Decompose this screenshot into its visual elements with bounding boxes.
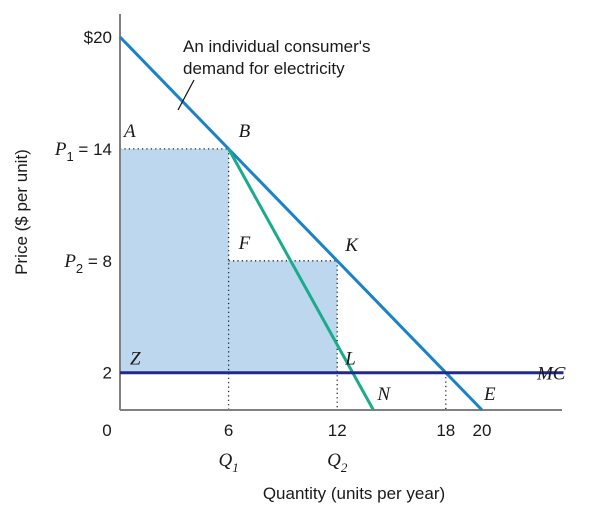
x-tick-label-6: 6 [224,421,233,440]
series-layer [118,35,564,412]
point-label-e: E [483,384,496,405]
annotation-line-1: An individual consumer's [183,37,371,56]
point-label-a: A [122,121,136,142]
point-label-b: B [239,121,251,142]
x-axis-label: Quantity (units per year) [263,484,445,503]
x-tick-label-20: 20 [473,421,492,440]
y-axis-label: Price ($ per unit) [12,149,31,275]
point-label-k: K [344,235,359,256]
point-label-n: N [376,384,391,405]
point-label-f: F [238,233,251,254]
quantity-label-Q1: Q1 [218,450,238,475]
y-tick-label-20: $20 [84,28,112,47]
point-label-z: Z [130,349,141,370]
tick-label-layer: 6 12 18 20 $20 P1 = 14 P2 = 8 2Q1 Q2 [54,28,492,475]
annotation-pointer [177,79,195,111]
y-tick-label-2: 2 [103,364,112,383]
origin-label: 0 [102,421,111,440]
point-label-mc: MC [536,364,566,385]
guide-line-layer [120,148,447,410]
point-label-l: L [344,349,356,370]
x-tick-label-18: 18 [436,421,455,440]
x-tick-label-12: 12 [328,421,347,440]
y-tick-label-8: P2 = 8 [63,251,112,276]
quantity-label-Q2: Q2 [327,450,348,475]
y-tick-label-14: P1 = 14 [54,139,112,164]
marginal-revenue-curve [227,148,375,411]
demand-curve [118,35,484,412]
annotation-line-2: demand for electricity [183,59,345,78]
axes [119,14,562,411]
point-label-layer: A B F K Z LN E MC [122,121,566,405]
